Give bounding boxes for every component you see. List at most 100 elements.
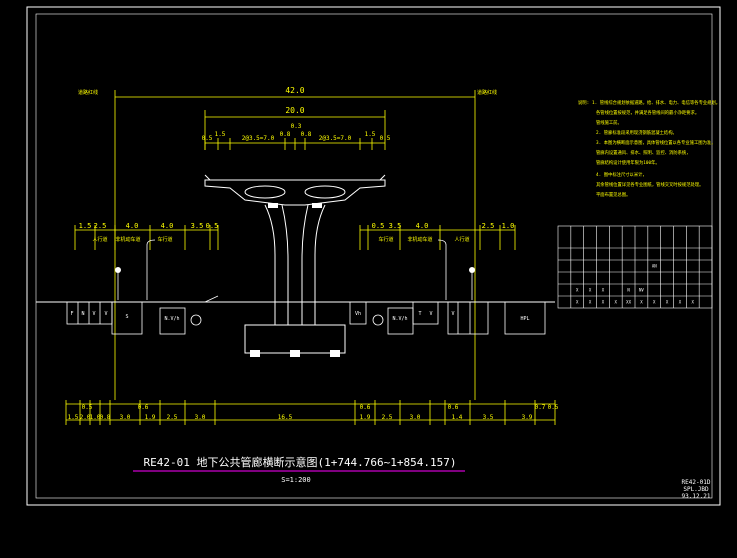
right-side-dimensions: 0.5 3.5 4.0 2.5 1.0 <box>372 222 515 230</box>
svg-text:2.5: 2.5 <box>482 222 495 230</box>
street-lamps <box>117 239 473 300</box>
svg-text:V: V <box>104 311 107 317</box>
svg-text:1.4: 1.4 <box>452 414 463 421</box>
dim-deck-width: 20.0 <box>285 106 304 115</box>
table-cell: AN <box>652 264 657 269</box>
svg-text:RE42-01D: RE42-01D <box>682 479 711 486</box>
svg-text:4.0: 4.0 <box>161 222 174 230</box>
svg-text:1.0: 1.0 <box>502 222 515 230</box>
edge-label-right: 道路红线 <box>477 89 497 96</box>
svg-text:N.V/h: N.V/h <box>164 316 179 322</box>
svg-text:2.5: 2.5 <box>94 222 107 230</box>
svg-text:1. 管线综合规划依据道路，给、排水、电力、电信等各专业规划: 1. 管线综合规划依据道路，给、排水、电力、电信等各专业规划。 <box>592 99 720 106</box>
svg-text:T: T <box>418 311 421 317</box>
left-box-letters: F N V V S N.V/h <box>70 311 179 322</box>
svg-text:1.5: 1.5 <box>79 222 92 230</box>
table-cell: X <box>615 300 618 305</box>
table-cell: XX <box>626 300 631 305</box>
svg-text:16.5: 16.5 <box>278 414 293 421</box>
svg-text:3.9: 3.9 <box>522 414 533 421</box>
svg-text:人行道: 人行道 <box>454 236 469 243</box>
utility-data-table <box>557 225 713 309</box>
inner-frame <box>35 13 713 499</box>
pipe-circle-right <box>372 314 384 326</box>
table-cell: NV <box>639 288 644 293</box>
drawing-title: RE42-01 地下公共管廊横断示意图(1+744.766~1+854.157) <box>143 455 456 469</box>
svg-text:3.0: 3.0 <box>120 414 131 421</box>
table-cell: X <box>589 300 592 305</box>
dim-total-width: 42.0 <box>285 86 304 95</box>
svg-text:各管线位置按规范，并满足各管线间的最小净距要求。: 各管线位置按规范，并满足各管线间的最小净距要求。 <box>596 109 699 116</box>
svg-text:人行道: 人行道 <box>92 236 107 243</box>
svg-text:0.5: 0.5 <box>202 135 213 142</box>
svg-text:4.0: 4.0 <box>126 222 139 230</box>
svg-text:3.5: 3.5 <box>389 222 402 230</box>
svg-text:3.0: 3.0 <box>410 414 421 421</box>
bottom-dimensions: 1.5 2.0 1.0 0.8 3.0 1.9 2.5 3.0 16.5 1.9… <box>68 414 533 421</box>
table-cell: X <box>640 300 643 305</box>
svg-text:0.6: 0.6 <box>448 404 459 411</box>
table-cell: N <box>627 288 630 293</box>
general-notes: 说明: 1. 管线综合规划依据道路，给、排水、电力、电信等各专业规划。 各管线位… <box>578 99 720 198</box>
svg-text:Vh: Vh <box>355 311 361 317</box>
svg-text:V: V <box>451 311 454 317</box>
svg-text:0.5: 0.5 <box>548 404 559 411</box>
svg-text:非机动车道: 非机动车道 <box>115 236 140 243</box>
svg-text:2.5: 2.5 <box>382 414 393 421</box>
table-cell: X <box>666 300 669 305</box>
svg-text:0.8: 0.8 <box>301 131 312 138</box>
svg-text:车行道: 车行道 <box>157 236 172 243</box>
dimension-ticks <box>65 138 556 425</box>
svg-text:V: V <box>92 311 95 317</box>
svg-text:3. 本图为横断面示意图，具体管线位置以各专业施工图为准，: 3. 本图为横断面示意图，具体管线位置以各专业施工图为准， <box>596 139 715 146</box>
svg-text:0.6: 0.6 <box>138 404 149 411</box>
outer-frame <box>26 6 721 506</box>
pile-cap-3 <box>330 350 340 357</box>
svg-text:说明:: 说明: <box>578 99 589 106</box>
svg-text:0.3: 0.3 <box>291 123 302 130</box>
svg-text:1.5: 1.5 <box>365 131 376 138</box>
svg-text:V: V <box>429 311 432 317</box>
table-cell: X <box>576 288 579 293</box>
right-box-letters: Vh N.V/h T V V HPL <box>355 311 530 322</box>
svg-text:3.5: 3.5 <box>191 222 204 230</box>
svg-text:1.9: 1.9 <box>360 414 371 421</box>
bridge-pier <box>244 204 346 354</box>
svg-text:管线施工前。: 管线施工前。 <box>596 119 622 126</box>
svg-text:S: S <box>125 314 128 320</box>
svg-text:管廊内设置通风、排水、照明、监控、消防系统，: 管廊内设置通风、排水、照明、监控、消防系统， <box>596 149 691 156</box>
bottom-small-dimensions: 0.5 0.6 0.6 0.6 0.7 0.5 <box>82 404 559 411</box>
pipe-circle-left <box>190 314 202 326</box>
svg-text:3.5: 3.5 <box>483 414 494 421</box>
svg-text:HPL: HPL <box>520 316 529 322</box>
svg-text:0.5: 0.5 <box>206 222 219 230</box>
svg-text:4.0: 4.0 <box>416 222 429 230</box>
svg-text:0.5: 0.5 <box>380 135 391 142</box>
bearing-right <box>312 203 322 208</box>
table-cell: X <box>679 300 682 305</box>
bearing-left <box>268 203 278 208</box>
svg-text:非机动车道: 非机动车道 <box>407 236 432 243</box>
svg-text:0.8: 0.8 <box>100 414 111 421</box>
svg-text:管廊结构设计使用年限为100年。: 管廊结构设计使用年限为100年。 <box>596 159 660 166</box>
svg-text:平面布置见总图。: 平面布置见总图。 <box>596 191 630 198</box>
svg-text:93.12.21: 93.12.21 <box>682 493 711 500</box>
svg-text:2@3.5=7.0: 2@3.5=7.0 <box>319 135 352 142</box>
curb-left <box>204 295 219 303</box>
svg-text:0.7: 0.7 <box>535 404 546 411</box>
svg-text:N: N <box>81 311 84 317</box>
pile-cap-2 <box>290 350 300 357</box>
svg-text:4. 图中标注尺寸以米计，: 4. 图中标注尺寸以米计， <box>596 171 647 178</box>
table-cell: X <box>602 288 605 293</box>
lamp-head-left <box>115 267 121 273</box>
lamp-head-right <box>469 267 475 273</box>
svg-text:3.0: 3.0 <box>195 414 206 421</box>
lane-labels: 人行道 非机动车道 车行道 车行道 非机动车道 人行道 <box>92 236 469 243</box>
right-utility-boxes <box>349 301 546 335</box>
svg-text:F: F <box>70 311 73 317</box>
svg-text:2@3.5=7.0: 2@3.5=7.0 <box>242 135 275 142</box>
dimension-lines <box>66 90 555 421</box>
